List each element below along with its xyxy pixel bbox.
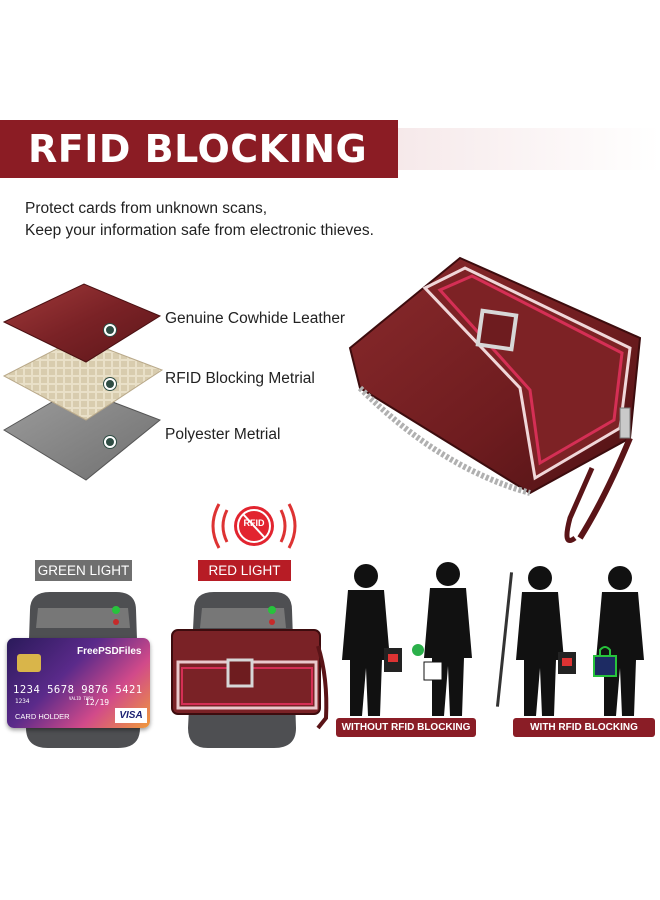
leather-layer — [2, 283, 162, 363]
card-expiry: 12/19 — [85, 698, 110, 707]
card-small-number: 1234 — [15, 698, 30, 705]
material-layers-illustration — [2, 283, 164, 481]
credit-card: FreePSDFiles 1234 5678 9876 5421 1234 VA… — [7, 638, 150, 728]
rfid-badge-text: RFID — [243, 518, 265, 528]
page-title: RFID BLOCKING — [0, 120, 398, 178]
green-light-label: GREEN LIGHT — [35, 560, 132, 581]
leather-pointer-dot — [104, 324, 116, 336]
mesh-pointer-dot — [104, 378, 116, 390]
scenario-without-blocking — [342, 562, 472, 716]
card-expiry-label: VALID THRU — [69, 696, 94, 701]
card-number: 1234 5678 9876 5421 — [13, 684, 143, 696]
wallet-illustration — [348, 256, 642, 543]
green-indicator-light — [112, 606, 120, 614]
tagline-line-1: Protect cards from unknown scans, — [25, 200, 268, 217]
red-indicator-light — [113, 619, 119, 625]
layer-label-rfid: RFID Blocking Metrial — [165, 370, 315, 387]
card-brand: FreePSDFiles — [77, 646, 142, 657]
rfid-blocked-badge — [211, 503, 297, 549]
tagline-line-2: Keep your information safe from electron… — [25, 222, 374, 239]
layer-label-polyester: Polyester Metrial — [165, 426, 281, 443]
card-reader-with-wallet — [171, 592, 329, 748]
card-chip-icon — [17, 654, 41, 672]
scenario-divider — [495, 572, 514, 707]
without-rfid-label: WITHOUT RFID BLOCKING — [336, 718, 476, 737]
layer-label-leather: Genuine Cowhide Leather — [165, 310, 346, 327]
rfid-mesh-layer — [2, 337, 164, 421]
card-holder: CARD HOLDER — [15, 712, 70, 721]
scenario-with-blocking — [516, 566, 644, 716]
visa-logo: VISA — [115, 708, 147, 723]
polyester-pointer-dot — [104, 436, 116, 448]
title-banner-fade — [398, 128, 660, 170]
red-light-label: RED LIGHT — [198, 560, 291, 581]
with-rfid-label: WITH RFID BLOCKING — [513, 718, 655, 737]
